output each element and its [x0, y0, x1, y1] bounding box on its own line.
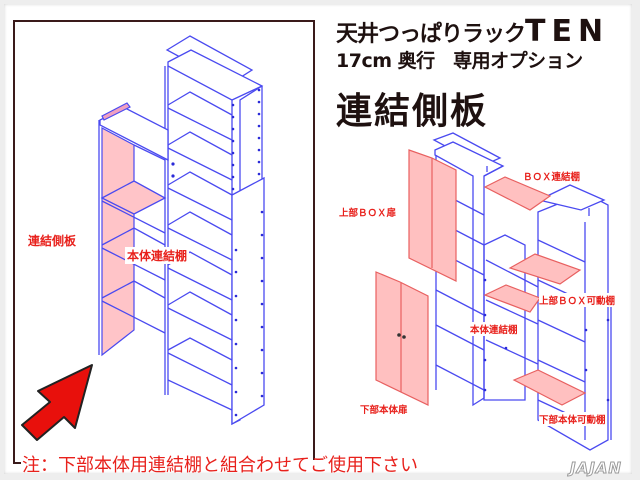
- label-upper-box-movable-shelf: 上部ＢＯＸ可動棚: [539, 293, 616, 307]
- page-title: 連結側板: [336, 91, 489, 132]
- label-box-connect-shelf: ＢＯＸ連結棚: [523, 169, 581, 183]
- usage-note: 注：下部本体用連結棚と組合わせてご使用下さい: [22, 455, 418, 476]
- label-main-connect-shelf: 本体連結棚: [125, 247, 190, 264]
- label-side-panel: 連結側板: [28, 232, 77, 249]
- brand-logo: JAJAN: [570, 459, 622, 478]
- product-title: 天井つっぱりラックTEN: [336, 14, 610, 49]
- left-frame-corner: [13, 453, 21, 464]
- left-frame: [13, 20, 315, 460]
- label-main-connect-shelf-right: 本体連結棚: [470, 322, 518, 336]
- red-arrow-icon: [21, 364, 93, 441]
- product-subtitle: 17cm 奥行 専用オプション: [336, 50, 583, 72]
- label-upper-box-door: 上部ＢＯＸ扉: [339, 205, 397, 219]
- label-lower-main-door: 下部本体扉: [360, 402, 408, 416]
- brand-name: TEN: [525, 14, 610, 49]
- label-lower-main-movable-shelf: 下部本体可動棚: [539, 412, 606, 426]
